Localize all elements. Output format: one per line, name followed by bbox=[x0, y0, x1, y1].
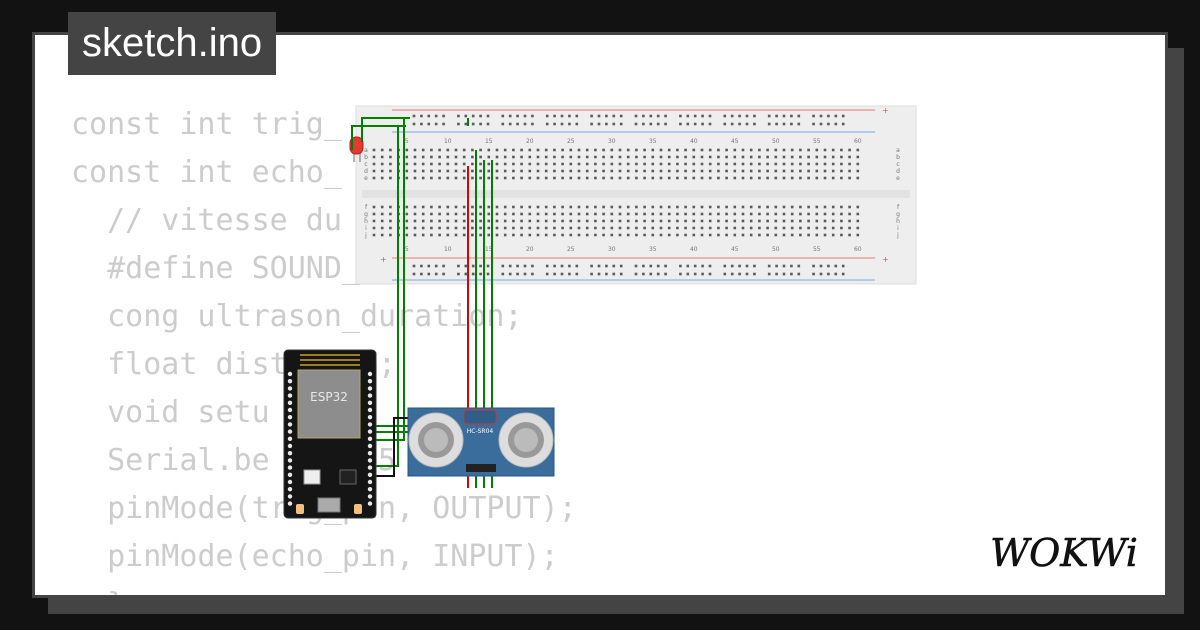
column-number: 30 bbox=[608, 246, 616, 253]
file-tab[interactable]: sketch.ino bbox=[68, 12, 277, 75]
row-letter: f bbox=[365, 204, 368, 211]
red-led[interactable] bbox=[349, 136, 364, 162]
breadboard-holes bbox=[372, 114, 860, 276]
code-line: const int echo_ bbox=[71, 155, 342, 190]
esp32-pins bbox=[287, 371, 373, 506]
ultrasonic-sensor[interactable]: HC-SR04 bbox=[407, 407, 555, 477]
row-letter: e bbox=[364, 175, 368, 182]
chip-ic bbox=[339, 469, 357, 485]
rail-plus-bottom-right: + bbox=[882, 255, 889, 264]
code-line: pinMode(echo_pin, INPUT); bbox=[71, 539, 559, 574]
code-line: // vitesse du bbox=[71, 203, 342, 238]
code-line: float dist cm; bbox=[71, 347, 397, 382]
column-number: 45 bbox=[731, 246, 739, 253]
column-number: 10 bbox=[444, 246, 452, 253]
usb-port bbox=[317, 497, 341, 513]
column-number: 60 bbox=[854, 246, 862, 253]
row-letter: h bbox=[896, 218, 900, 225]
column-number: 55 bbox=[813, 246, 821, 253]
column-number: 35 bbox=[649, 246, 657, 253]
breadboard-column-numbers-bottom: 5 10 15 20 25 30 35 40 45 50 55 60 bbox=[405, 246, 862, 253]
code-line: #define SOUND_ bbox=[71, 251, 360, 286]
row-letter: d bbox=[896, 168, 900, 175]
antenna-icon bbox=[300, 354, 360, 366]
column-number: 15 bbox=[485, 138, 493, 145]
column-number: 40 bbox=[690, 246, 698, 253]
breadboard-column-numbers-top: 5 10 15 20 25 30 35 40 45 50 55 60 bbox=[405, 138, 862, 145]
code-line: const int trig_ bbox=[71, 107, 342, 142]
column-number: 25 bbox=[567, 138, 575, 145]
row-letter: a bbox=[364, 147, 368, 154]
column-number: 40 bbox=[690, 138, 698, 145]
logo-text: WOKWi bbox=[990, 531, 1138, 575]
led-indicator bbox=[354, 504, 362, 514]
column-number: 5 bbox=[405, 246, 409, 253]
row-letter: b bbox=[364, 154, 368, 161]
boot-button[interactable] bbox=[303, 469, 321, 485]
column-number: 35 bbox=[649, 138, 657, 145]
row-letter: h bbox=[364, 218, 368, 225]
transmitter-icon bbox=[424, 428, 448, 452]
row-letter: j bbox=[896, 232, 899, 239]
column-number: 15 bbox=[485, 246, 493, 253]
row-letter: g bbox=[896, 211, 900, 218]
esp32-chip-label: ESP32 bbox=[310, 390, 348, 404]
esp32-board[interactable]: ESP32 bbox=[283, 349, 377, 519]
column-number: 55 bbox=[813, 138, 821, 145]
file-tab-label: sketch.ino bbox=[82, 21, 263, 65]
code-preview: const int trig_const int echo_ // vitess… bbox=[71, 101, 577, 595]
breadboard[interactable]: + + + 5 10 15 20 25 30 35 40 45 50 55 60 5 10 15 20 25 3… bbox=[355, 105, 917, 285]
row-letter: e bbox=[896, 175, 900, 182]
row-letter: i bbox=[897, 225, 899, 232]
column-number: 20 bbox=[526, 246, 534, 253]
column-number: 5 bbox=[405, 138, 409, 145]
row-letter: d bbox=[364, 168, 368, 175]
column-number: 45 bbox=[731, 138, 739, 145]
row-letter: c bbox=[364, 161, 367, 168]
sensor-label: HC-SR04 bbox=[467, 428, 494, 435]
rail-plus-bottom: + bbox=[380, 255, 387, 264]
column-number: 50 bbox=[772, 138, 780, 145]
sensor-pin-header bbox=[466, 464, 496, 472]
code-line: void setu bbox=[71, 395, 270, 430]
row-letter: b bbox=[896, 154, 900, 161]
en-button[interactable] bbox=[296, 504, 304, 514]
column-number: 50 bbox=[772, 246, 780, 253]
code-line: } bbox=[71, 581, 577, 595]
column-number: 25 bbox=[567, 246, 575, 253]
row-letter: f bbox=[897, 204, 900, 211]
row-letter: g bbox=[364, 211, 368, 218]
rail-plus-top: + bbox=[882, 106, 889, 115]
row-letter: j bbox=[364, 232, 367, 239]
column-number: 30 bbox=[608, 138, 616, 145]
column-number: 10 bbox=[444, 138, 452, 145]
row-letter: c bbox=[896, 161, 899, 168]
row-letter: a bbox=[896, 147, 900, 154]
receiver-icon bbox=[514, 428, 538, 452]
column-number: 20 bbox=[526, 138, 534, 145]
wokwi-logo: WOKWi bbox=[990, 531, 1138, 576]
column-number: 60 bbox=[854, 138, 862, 145]
row-letter: i bbox=[365, 225, 367, 232]
